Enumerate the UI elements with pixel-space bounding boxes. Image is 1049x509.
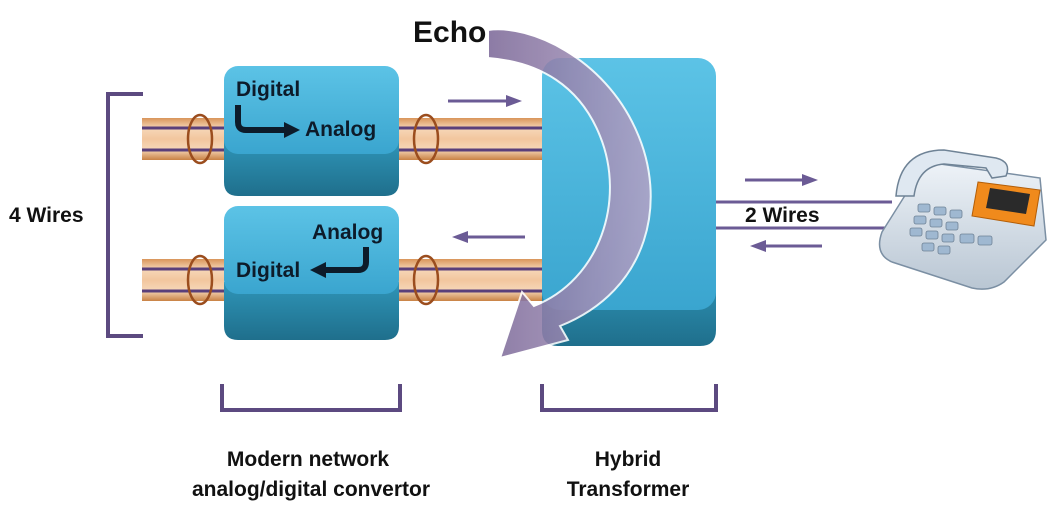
hybrid-caption-line2: Transformer	[567, 478, 690, 501]
hybrid-bracket	[540, 384, 718, 412]
four-wires-label: 4 Wires	[9, 204, 84, 227]
two-wires-label: 2 Wires	[745, 204, 820, 227]
conv-top-from-label: Digital	[236, 78, 300, 101]
four-wires-bracket	[106, 92, 143, 338]
hybrid-caption-line1: Hybrid	[595, 448, 662, 471]
curved-arrow-down-left-icon	[310, 247, 369, 278]
two-wire-line	[716, 200, 892, 230]
conv-bottom-from-label: Analog	[312, 221, 383, 244]
telephone-icon	[878, 149, 1047, 290]
curved-arrow-down-right-icon	[235, 105, 300, 138]
arrow-right-two-wire-icon	[745, 174, 818, 186]
curved-echo-arrow-icon	[487, 28, 652, 360]
arrow-left-bottom-icon	[452, 231, 525, 243]
convertor-caption-line1: Modern network	[227, 448, 389, 471]
bottom-cable	[142, 254, 544, 306]
conv-bottom-to-label: Digital	[236, 259, 300, 282]
arrow-right-top-icon	[448, 95, 522, 107]
arrow-left-two-wire-icon	[750, 240, 822, 252]
convertor-bracket	[220, 384, 402, 412]
echo-label: Echo	[413, 16, 486, 49]
top-cable	[142, 113, 544, 165]
convertor-caption-line2: analog/digital convertor	[192, 478, 430, 501]
conv-top-to-label: Analog	[305, 118, 376, 141]
